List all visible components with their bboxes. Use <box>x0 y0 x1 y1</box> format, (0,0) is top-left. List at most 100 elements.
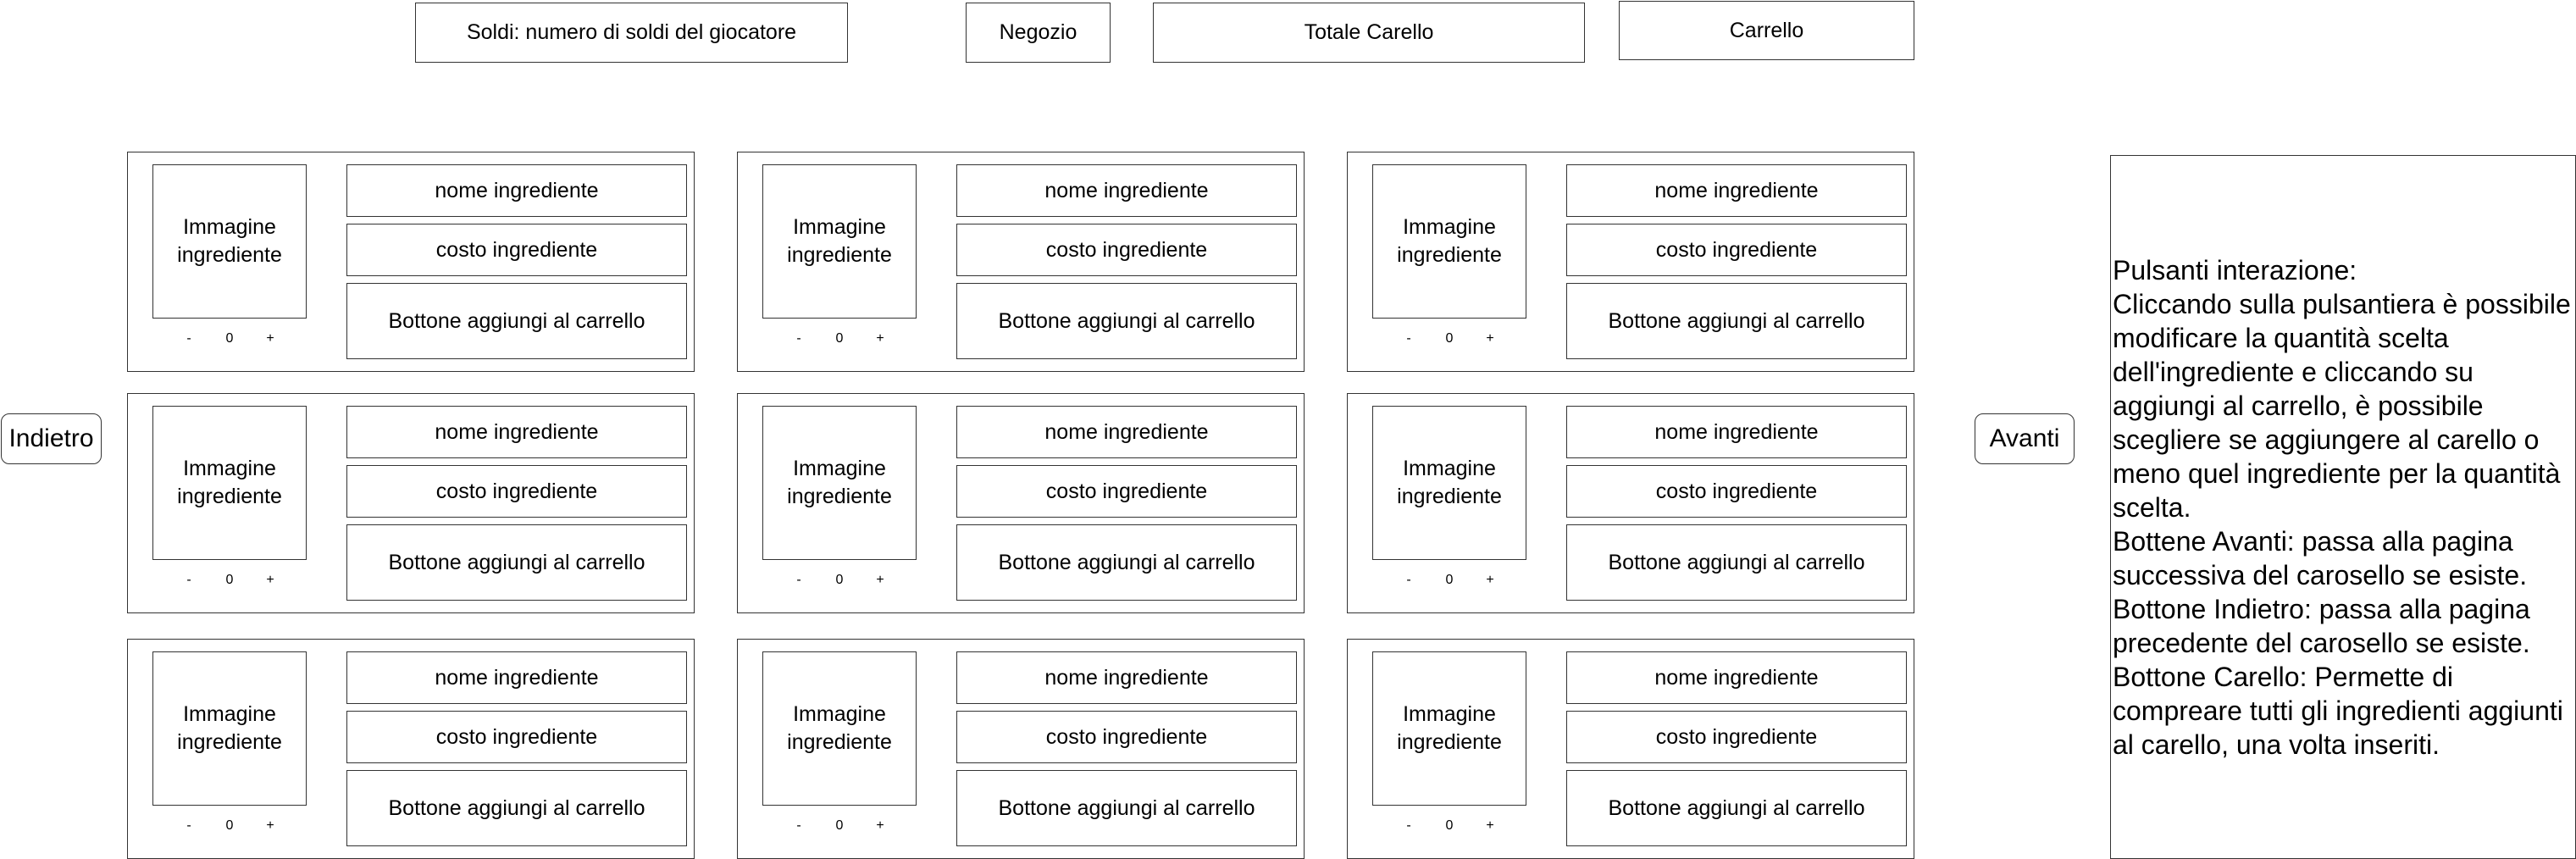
product-card: Immagine ingrediente -0+ nome ingrediente c… <box>127 639 695 859</box>
cart-total-display: Totale Carello <box>1153 3 1585 63</box>
next-button[interactable]: Avanti <box>1975 413 2075 464</box>
quantity-stepper: -0+ <box>1399 329 1500 349</box>
add-to-cart-button[interactable]: Bottone aggiungi al carrello <box>1566 770 1907 846</box>
add-to-cart-button[interactable]: Bottone aggiungi al carrello <box>346 770 687 846</box>
quantity-stepper: - 0 + <box>1399 816 1500 836</box>
cart-button[interactable]: Carrello <box>1619 1 1914 60</box>
ingredient-image-label: Immagine ingrediente <box>787 702 892 754</box>
ingredient-name-label: nome ingrediente <box>1044 178 1209 202</box>
decrement-button[interactable]: - <box>186 331 191 346</box>
increment-button[interactable]: + <box>876 818 884 833</box>
product-card: Immagine ingrediente - 0 + nome ingrediente c… <box>1347 639 1914 859</box>
ingredient-name-field: nome ingrediente <box>1566 651 1907 704</box>
decrement-button[interactable]: - <box>186 818 191 833</box>
ingredient-cost-field: costo ingrediente <box>956 465 1297 518</box>
increment-button[interactable]: + <box>876 331 884 346</box>
ingredient-name-field: nome ingrediente <box>956 406 1297 458</box>
ingredient-image-placeholder: Immagine ingrediente <box>762 406 917 560</box>
product-card: Immagine ingrediente - 0 + nome ingrediente c… <box>737 393 1305 613</box>
info-panel-text: Pulsanti interazione: Cliccando sulla pu… <box>2113 254 2571 760</box>
ingredient-image-label: Immagine ingrediente <box>177 457 282 508</box>
decrement-button[interactable]: - <box>1406 331 1411 346</box>
add-to-cart-button[interactable]: Bottone aggiungi al carrello <box>346 524 687 601</box>
ingredient-image-label: Immagine ingrediente <box>1397 702 1502 754</box>
ingredient-image-placeholder: Immagine ingrediente <box>762 164 917 319</box>
info-panel: Pulsanti interazione: Cliccando sulla pu… <box>2110 155 2576 859</box>
add-to-cart-button[interactable]: Bottone aggiungi al carrello <box>956 524 1297 601</box>
increment-button[interactable]: + <box>266 818 274 833</box>
increment-button[interactable]: + <box>1486 818 1494 833</box>
decrement-button[interactable]: - <box>796 818 801 833</box>
increment-button[interactable]: + <box>1486 573 1494 587</box>
ingredient-cost-label: costo ingrediente <box>1045 724 1208 749</box>
cart-total-label: Totale Carello <box>1304 20 1434 44</box>
shop-title: Negozio <box>966 3 1111 63</box>
next-button-label: Avanti <box>1989 424 2060 452</box>
ingredient-image-placeholder: Immagine ingrediente <box>762 651 917 806</box>
ingredient-name-label: nome ingrediente <box>1654 419 1819 444</box>
add-to-cart-button[interactable]: Bottone aggiungi al carrello <box>1566 524 1907 601</box>
ingredient-cost-field: costo ingrediente <box>956 711 1297 763</box>
ingredient-name-label: nome ingrediente <box>435 178 599 202</box>
ingredient-cost-field: costo ingrediente <box>1566 224 1907 276</box>
ingredient-name-field: nome ingrediente <box>1566 406 1907 458</box>
add-to-cart-button[interactable]: Bottone aggiungi al carrello <box>956 770 1297 846</box>
ingredient-cost-label: costo ingrediente <box>1045 237 1208 262</box>
ingredient-name-label: nome ingrediente <box>1654 178 1819 202</box>
ingredient-image-label: Immagine ingrediente <box>1397 457 1502 508</box>
ingredient-image-label: Immagine ingrediente <box>787 457 892 508</box>
ingredient-image-label: Immagine ingrediente <box>177 215 282 267</box>
product-card: Immagine ingrediente - 0 + nome ingrediente c… <box>127 152 695 372</box>
ingredient-image-placeholder: Immagine ingrediente <box>152 406 307 560</box>
increment-button[interactable]: + <box>266 573 274 587</box>
ingredient-name-label: nome ingrediente <box>1654 665 1819 690</box>
ingredient-cost-label: costo ingrediente <box>1655 237 1818 262</box>
ingredient-cost-field: costo ingrediente <box>346 224 687 276</box>
shop-label: Negozio <box>999 20 1077 44</box>
increment-button[interactable]: + <box>1486 331 1494 346</box>
decrement-button[interactable]: - <box>1406 818 1411 833</box>
ingredient-name-field: nome ingrediente <box>346 651 687 704</box>
money-display: Soldi: numero di soldi del giocatore <box>415 3 848 63</box>
ingredient-cost-label: costo ingrediente <box>435 479 598 503</box>
ingredient-image-placeholder: Immagine ingrediente <box>1372 651 1526 806</box>
quantity-value: 0 <box>1445 818 1454 833</box>
add-to-cart-button[interactable]: Bottone aggiungi al carrello <box>1566 283 1907 359</box>
decrement-button[interactable]: - <box>186 573 191 587</box>
quantity-value: 0 <box>225 331 234 346</box>
ingredient-name-field: nome ingrediente <box>956 651 1297 704</box>
quantity-value: 0 <box>1445 573 1454 587</box>
add-to-cart-button[interactable]: Bottone aggiungi al carrello <box>346 283 687 359</box>
ingredient-cost-field: costo ingrediente <box>346 711 687 763</box>
increment-button[interactable]: + <box>266 331 274 346</box>
quantity-value: 0 <box>835 573 844 587</box>
add-to-cart-label: Bottone aggiungi al carrello <box>998 550 1255 574</box>
ingredient-name-field: nome ingrediente <box>1566 164 1907 217</box>
increment-button[interactable]: + <box>876 573 884 587</box>
ingredient-cost-field: costo ingrediente <box>346 465 687 518</box>
cart-button-label: Carrello <box>1729 18 1804 42</box>
ingredient-image-label: Immagine ingrediente <box>787 215 892 267</box>
quantity-stepper: -0+ <box>179 816 280 836</box>
add-to-cart-label: Bottone aggiungi al carrello <box>1608 308 1865 333</box>
quantity-value: 0 <box>835 818 844 833</box>
decrement-button[interactable]: - <box>796 573 801 587</box>
quantity-stepper: -0+ <box>179 570 280 590</box>
decrement-button[interactable]: - <box>796 331 801 346</box>
ingredient-name-field: nome ingrediente <box>346 164 687 217</box>
back-button[interactable]: Indietro <box>1 413 102 464</box>
quantity-stepper: -0+ <box>789 329 890 349</box>
ingredient-name-field: nome ingrediente <box>346 406 687 458</box>
ingredient-cost-field: costo ingrediente <box>1566 465 1907 518</box>
ingredient-image-placeholder: Immagine ingrediente <box>152 651 307 806</box>
back-button-label: Indietro <box>8 424 94 452</box>
quantity-stepper: - 0 + <box>789 816 890 836</box>
product-card: Immagine ingrediente -0+ nome ingrediente c… <box>737 152 1305 372</box>
decrement-button[interactable]: - <box>1406 573 1411 587</box>
add-to-cart-button[interactable]: Bottone aggiungi al carrello <box>956 283 1297 359</box>
ingredient-cost-label: costo ingrediente <box>435 237 598 262</box>
quantity-stepper: - 0 + <box>179 329 280 349</box>
ingredient-name-label: nome ingrediente <box>435 665 599 690</box>
ingredient-cost-label: costo ingrediente <box>1655 724 1818 749</box>
